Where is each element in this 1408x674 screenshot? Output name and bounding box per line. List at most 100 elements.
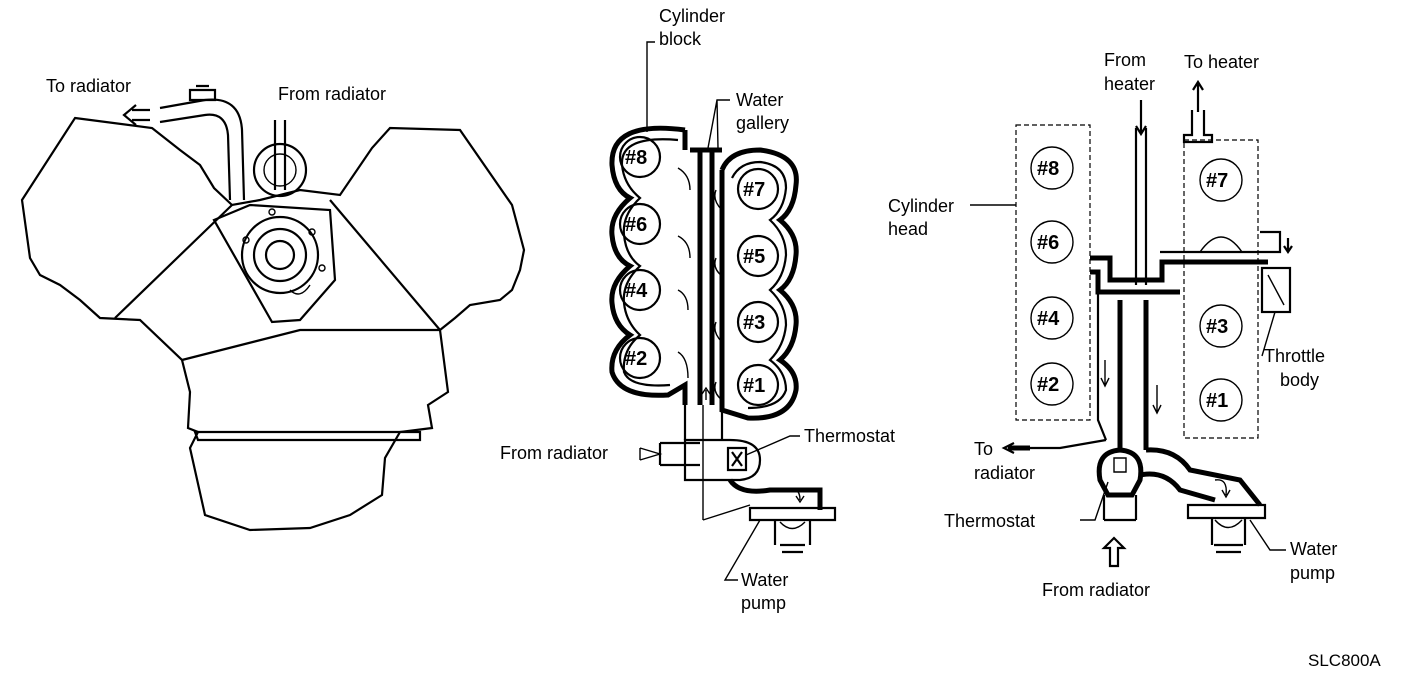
- leader-bracket: [702, 504, 751, 521]
- leader-thermostat-right: [1080, 481, 1109, 521]
- cylinder-bore: [1030, 296, 1074, 340]
- left-bank-line: [114, 204, 233, 319]
- thermostat-label: Thermostat: [944, 511, 1035, 531]
- thermostat-label: Thermostat: [804, 426, 895, 446]
- from-heater-label: heater: [1104, 74, 1155, 94]
- flow-arrow-down-1: [1100, 360, 1110, 388]
- from-radiator-label: From radiator: [278, 84, 386, 104]
- cylinder-bore: [1030, 220, 1074, 264]
- to-radiator-arrow: [122, 104, 150, 126]
- water-gallery-label: gallery: [736, 113, 789, 133]
- cylinder-bore: [618, 336, 662, 380]
- inlet-pipe: [273, 120, 287, 190]
- cylinder-block-label: Cylinder: [659, 6, 725, 26]
- from-radiator-arrow-right: [1101, 536, 1127, 568]
- left-bank-cylinders: #8 #6 #4 #2: [618, 135, 662, 380]
- thermostat-inner: [263, 153, 297, 187]
- cylinder-label: #6: [1037, 232, 1059, 254]
- pump-passage-right: [1139, 447, 1262, 507]
- left-cylinder-head: [1015, 124, 1091, 421]
- water-pump-label: pump: [741, 593, 786, 613]
- bolt: [242, 236, 250, 244]
- upper-hose: [159, 98, 246, 201]
- right-bank-line: [329, 199, 441, 331]
- cylinder-label: #5: [743, 246, 765, 268]
- right-cylinder-head: [1183, 139, 1259, 439]
- leader-thermostat: [745, 435, 800, 456]
- water-pump-mid: [748, 506, 837, 554]
- right-bank-jacket: [719, 147, 799, 421]
- throttle-body: [1260, 266, 1292, 314]
- cylinder-head-label: Cylinder: [888, 196, 954, 216]
- throttle-plate: [1267, 274, 1285, 306]
- right-bank-cylinders: #7 #5 #3 #1: [736, 167, 780, 407]
- engine-front-view: To radiator From radiator: [20, 76, 526, 532]
- throttle-body-label: Throttle: [1264, 346, 1325, 366]
- thermostat-element: [1113, 457, 1127, 473]
- water-gallery-label: Water: [736, 90, 783, 110]
- from-radiator-label: From radiator: [1042, 580, 1150, 600]
- throttle-body-pipe: [1160, 230, 1293, 254]
- engine-outline: [20, 116, 526, 532]
- cylinder-label: #8: [625, 147, 647, 169]
- cylinder-label: #3: [743, 312, 765, 334]
- cylinder-label: #2: [1037, 374, 1059, 396]
- cylinder-label: #7: [1206, 170, 1228, 192]
- to-heater-pipe: [1182, 110, 1214, 144]
- lower-bank-line: [181, 328, 440, 362]
- thermostat-housing-right: [1096, 447, 1144, 498]
- cylinder-label: #4: [625, 280, 648, 302]
- cylinder-block-label: block: [659, 29, 702, 49]
- pump-passage: [727, 478, 823, 510]
- cylinder-bore: [618, 135, 662, 179]
- right-bank-inner: [731, 160, 788, 410]
- cylinder-bore: [618, 268, 662, 312]
- left-return-pipe: [1096, 292, 1108, 441]
- pump-impeller: [779, 521, 806, 530]
- oil-pan: [193, 430, 422, 442]
- cylinder-bore: [1030, 146, 1074, 190]
- water-gallery: [690, 147, 722, 405]
- inlet-neck: [1102, 495, 1138, 522]
- leader-throttle-body: [1261, 311, 1276, 357]
- cylinder-label: #2: [625, 348, 647, 370]
- cylinder-bore: [736, 363, 780, 407]
- cylinder-label: #7: [743, 179, 765, 201]
- block-outlet: [683, 405, 724, 440]
- cylinder-bore: [1199, 158, 1243, 202]
- belt-arrow: [289, 284, 311, 295]
- cylinder-label: #1: [743, 375, 765, 397]
- leader-cylinder-block: [646, 41, 655, 132]
- flow-arrows: [677, 167, 723, 401]
- cylinder-label: #3: [1206, 316, 1228, 338]
- water-pump-label: Water: [741, 570, 788, 590]
- front-cover: [212, 203, 337, 324]
- inlet-pipe-mid: [658, 441, 700, 467]
- cylinder-bore: [618, 202, 662, 246]
- to-radiator-label: To: [974, 439, 993, 459]
- cylinder-head-view: #8 #6 #4 #2 #7 #3 #1: [888, 50, 1337, 600]
- cylinder-bore-hidden: [1199, 236, 1243, 253]
- cylinder-label: #6: [625, 214, 647, 236]
- leader-water-pump-right: [1249, 519, 1286, 551]
- pump-hub: [264, 239, 296, 271]
- from-heater-label: From: [1104, 50, 1146, 70]
- throttle-body-label: body: [1280, 370, 1319, 390]
- pump-impeller-right: [1214, 519, 1243, 529]
- left-bank-inner: [620, 138, 679, 387]
- figure-code: SLC800A: [1308, 651, 1381, 670]
- to-radiator-label: To radiator: [46, 76, 131, 96]
- cylinder-label: #8: [1037, 158, 1059, 180]
- to-heater-arrow: [1192, 79, 1204, 112]
- thermostat-valve: [726, 446, 748, 472]
- cylinder-bore: [736, 167, 780, 211]
- from-radiator-arrow-mid: [639, 447, 663, 461]
- bolt: [268, 208, 276, 216]
- cylinder-head-label: head: [888, 219, 928, 239]
- from-heater-arrow: [1135, 100, 1147, 137]
- cylinder-bore: [1030, 362, 1074, 406]
- pump-flow-arrow-right: [1214, 479, 1231, 499]
- cylinder-label: #4: [1037, 308, 1060, 330]
- to-radiator-arrowhead: [1001, 442, 1015, 454]
- cylinder-bore: [736, 234, 780, 278]
